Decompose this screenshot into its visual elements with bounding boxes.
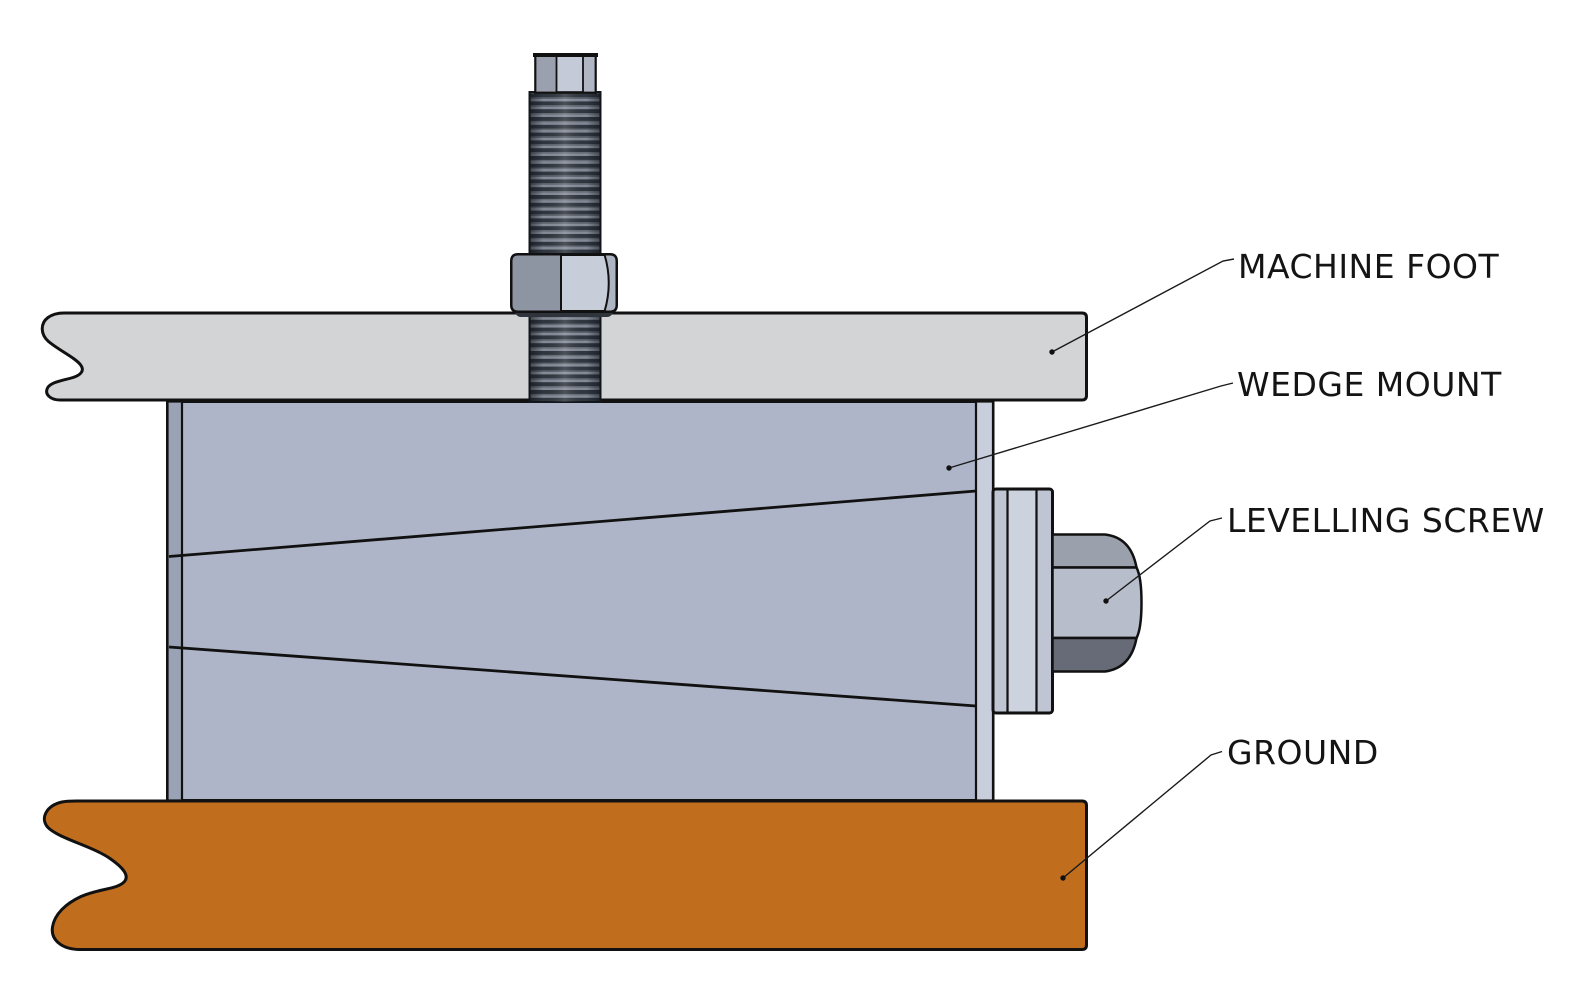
wedge-upper-incline-line	[168, 489, 977, 558]
wedge-main-block	[166, 400, 995, 802]
ground-leader-line	[1062, 750, 1223, 879]
clamping-stud	[528, 53, 602, 403]
machine-foot-leader-line	[1051, 258, 1235, 353]
wedge-mount-leader-line	[948, 382, 1234, 469]
ground-leader-dot	[1060, 875, 1066, 881]
label-ground: GROUND	[1227, 733, 1379, 772]
screw-head-top-facet	[1051, 533, 1138, 569]
label-wedge-mount: WEDGE MOUNT	[1237, 365, 1502, 404]
levelling-screw-leader-dot	[1103, 598, 1109, 604]
stud-head-right-facet	[582, 54, 597, 94]
screw-head-bottom-facet	[1051, 636, 1138, 673]
label-levelling-screw: LEVELLING SCREW	[1227, 501, 1545, 540]
hex-nut	[510, 253, 618, 317]
nut-left-facet	[510, 253, 562, 313]
ground-plate	[42, 799, 1088, 951]
callout-leaders	[946, 258, 1235, 881]
screw-head-mid-facet	[1051, 566, 1143, 640]
wedge-left-edge-face	[166, 400, 184, 802]
label-machine-foot: MACHINE FOOT	[1238, 247, 1500, 286]
stud-head-left-facet	[534, 54, 558, 94]
stud-cylinder-shading	[529, 92, 601, 402]
wedge-mount-body	[166, 400, 995, 802]
wedge-right-edge-face	[974, 400, 995, 802]
stud-hex-head	[533, 53, 598, 94]
screw-retainer-block	[991, 487, 1054, 715]
levelling-screw-head	[1051, 533, 1143, 673]
machine-foot-leader-dot	[1049, 349, 1055, 355]
retainer-mid-strip	[1009, 491, 1035, 711]
levelling-screw-leader-line	[1105, 517, 1223, 602]
wedge-lower-incline-line	[168, 645, 977, 708]
nut-right-facet	[603, 253, 618, 313]
wedge-mount-leader-dot	[946, 465, 952, 471]
